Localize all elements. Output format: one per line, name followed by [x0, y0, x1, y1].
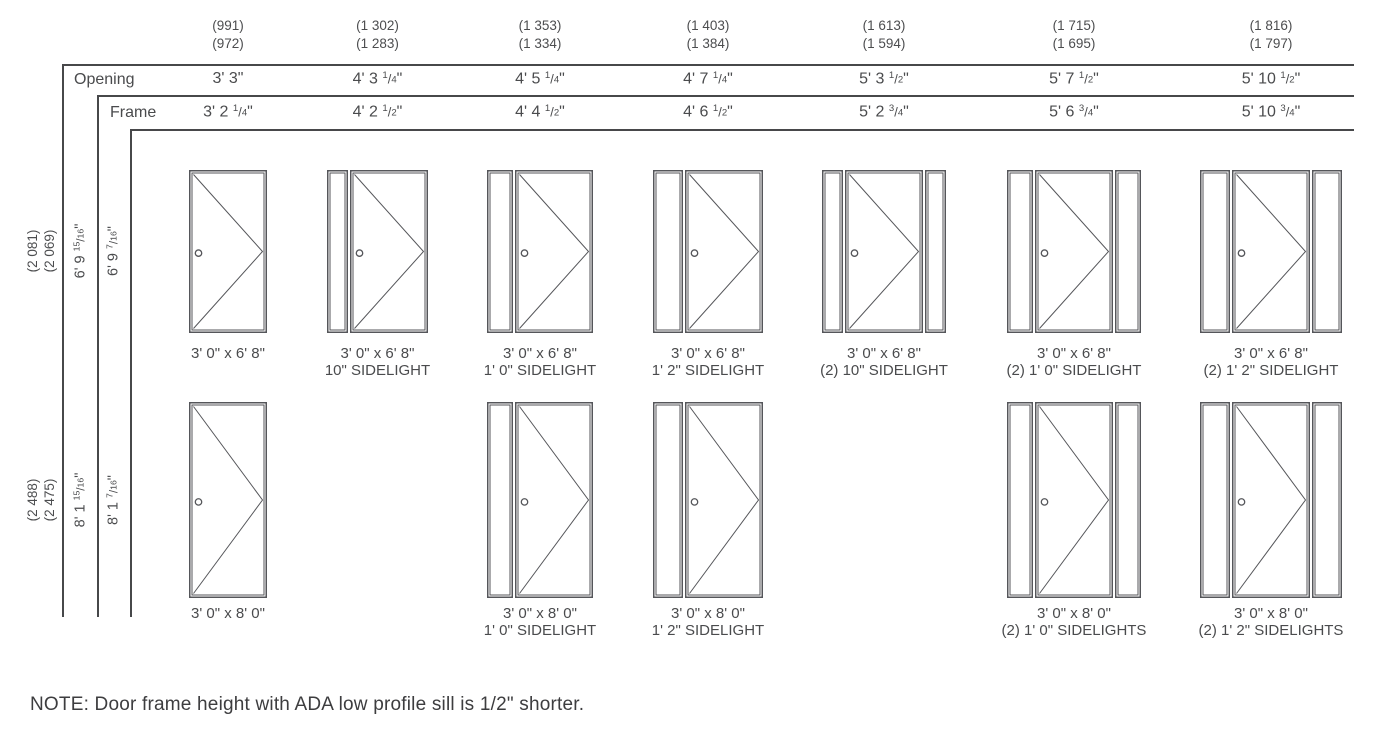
- sidelight-label: 10" SIDELIGHT: [324, 362, 431, 379]
- frame-row-label: Frame: [110, 104, 157, 121]
- column-frame-value: 5' 10 3/4": [1241, 103, 1301, 121]
- column-frame-value: 5' 6 3/4": [1049, 103, 1099, 121]
- door-size-label: 3' 0" x 6' 8": [671, 345, 745, 362]
- column-metric-opening: (1 403): [686, 18, 730, 33]
- door-diagram: [487, 170, 593, 333]
- door-diagram: [1200, 402, 1342, 598]
- column-frame-value: 3' 2 1/4": [203, 103, 253, 121]
- table-border-line: [130, 129, 1354, 131]
- row-metric-opening: (2 488): [25, 478, 40, 522]
- door-size-label: 3' 0" x 8' 0": [503, 605, 577, 622]
- sidelight-label: (2) 1' 2" SIDELIGHT: [1203, 362, 1339, 379]
- column-opening-value: 5' 10 1/2": [1241, 70, 1301, 88]
- column-metric-opening: (1 613): [862, 18, 906, 33]
- column-frame-value: 4' 4 1/2": [515, 103, 565, 121]
- door-size-label: 3' 0" x 6' 8": [847, 345, 921, 362]
- opening-row-label: Opening: [74, 71, 135, 88]
- column-metric-opening: (1 302): [356, 18, 399, 33]
- door-size-label: 3' 0" x 6' 8": [1037, 345, 1111, 362]
- column-opening-value: 4' 3 1/4": [352, 70, 403, 88]
- column-opening-value: 3' 3": [212, 70, 244, 87]
- door-diagram: [1007, 170, 1141, 333]
- column-opening-value: 4' 7 1/4": [683, 70, 733, 88]
- door-size-label: 3' 0" x 6' 8": [1234, 345, 1308, 362]
- table-border-line: [130, 129, 132, 617]
- table-border-line: [62, 64, 1354, 66]
- column-metric-frame: (972): [212, 36, 244, 51]
- door-diagram: [1007, 402, 1141, 598]
- column-frame-value: 5' 2 3/4": [859, 103, 909, 121]
- row-frame-height: 8' 1 7/16": [104, 475, 122, 525]
- table-border-line: [97, 95, 99, 617]
- row-metric-opening: (2 081): [25, 229, 40, 273]
- sidelight-label: 1' 2" SIDELIGHT: [651, 622, 765, 639]
- row-opening-height: 8' 1 15/16": [71, 472, 89, 528]
- door-size-label: 3' 0" x 6' 8": [191, 345, 265, 362]
- sidelight-label: 1' 0" SIDELIGHT: [483, 362, 597, 379]
- sidelight-label: (2) 1' 2" SIDELIGHTS: [1198, 622, 1344, 639]
- column-metric-opening: (1 353): [518, 18, 562, 33]
- row-metric-frame: (2 475): [42, 478, 57, 522]
- table-border-line: [62, 64, 64, 617]
- column-metric-frame: (1 695): [1052, 36, 1096, 51]
- row-metric-labels: (2 488)(2 475): [24, 479, 58, 522]
- sidelight-label: (2) 1' 0" SIDELIGHT: [1006, 362, 1142, 379]
- column-metric-opening: (1 715): [1052, 18, 1096, 33]
- door-diagram: [822, 170, 946, 333]
- door-size-label: 3' 0" x 8' 0": [1234, 605, 1308, 622]
- door-diagram: [653, 170, 763, 333]
- column-opening-value: 5' 7 1/2": [1049, 70, 1099, 88]
- sidelight-label: (2) 1' 0" SIDELIGHTS: [1001, 622, 1147, 639]
- column-metric-frame: (1 797): [1249, 36, 1293, 51]
- column-metric-frame: (1 384): [686, 36, 730, 51]
- sidelight-label: (2) 10" SIDELIGHT: [820, 362, 948, 379]
- column-metric-frame: (1 283): [356, 36, 399, 51]
- door-size-label: 3' 0" x 8' 0": [671, 605, 745, 622]
- door-size-label: 3' 0" x 8' 0": [1037, 605, 1111, 622]
- door-diagram: [487, 402, 593, 598]
- door-size-label: 3' 0" x 6' 8": [503, 345, 577, 362]
- column-metric-frame: (1 334): [518, 36, 562, 51]
- table-border-line: [97, 95, 1354, 97]
- door-diagram: [189, 170, 267, 333]
- column-metric-frame: (1 594): [862, 36, 906, 51]
- column-metric-opening: (1 816): [1249, 18, 1293, 33]
- door-diagram: [189, 402, 267, 598]
- door-size-label: 3' 0" x 8' 0": [191, 605, 265, 622]
- row-frame-height: 6' 9 7/16": [104, 226, 122, 276]
- column-frame-value: 4' 6 1/2": [683, 103, 733, 121]
- column-frame-value: 4' 2 1/2": [352, 103, 403, 121]
- sidelight-label: 1' 0" SIDELIGHT: [483, 622, 597, 639]
- column-opening-value: 5' 3 1/2": [859, 70, 909, 88]
- door-diagram: [327, 170, 428, 333]
- door-size-label: 3' 0" x 6' 8": [340, 345, 415, 362]
- column-metric-opening: (991): [212, 18, 244, 33]
- door-diagram: [653, 402, 763, 598]
- note-text: NOTE: Door frame height with ADA low pro…: [30, 694, 585, 715]
- sidelight-label: 1' 2" SIDELIGHT: [651, 362, 765, 379]
- row-opening-height: 6' 9 15/16": [71, 223, 89, 279]
- column-opening-value: 4' 5 1/4": [515, 70, 565, 88]
- row-metric-labels: (2 081)(2 069): [24, 230, 58, 273]
- door-diagram: [1200, 170, 1342, 333]
- row-metric-frame: (2 069): [42, 229, 57, 273]
